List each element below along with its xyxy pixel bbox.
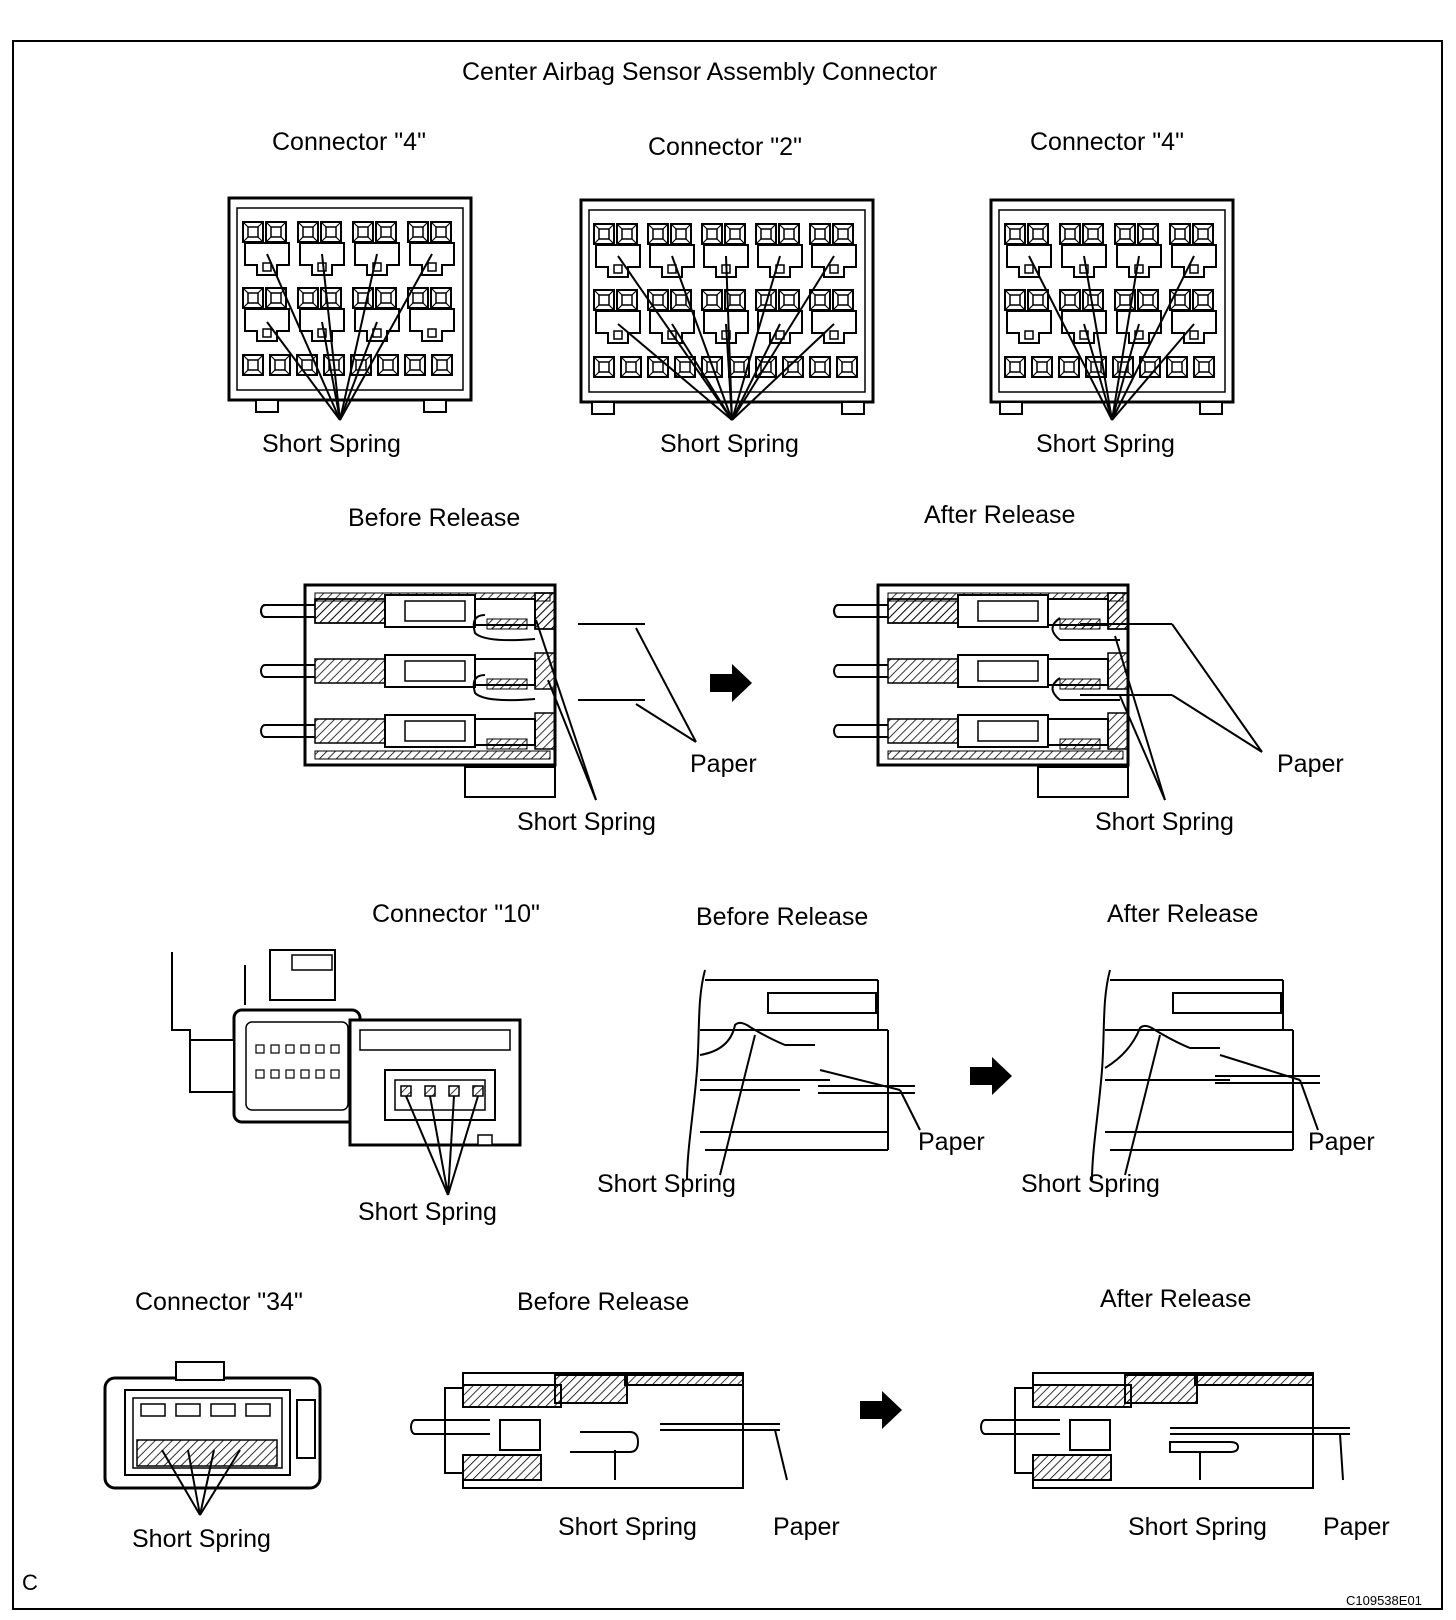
- short-spring-label-c4-left: Short Spring: [262, 430, 401, 458]
- before-release-label-2: Before Release: [696, 903, 869, 931]
- diagram-title: Center Airbag Sensor Assembly Connector: [462, 58, 938, 86]
- connector-10-drawing: [171, 949, 522, 1196]
- release-arrow-1: [710, 664, 752, 702]
- short-spring-label-after-2: Short Spring: [1021, 1170, 1160, 1198]
- connector-34-drawing: [103, 1361, 322, 1516]
- short-spring-label-before-3: Short Spring: [558, 1513, 697, 1541]
- short-spring-label-after-1: Short Spring: [1095, 808, 1234, 836]
- after-release-label-2: After Release: [1107, 900, 1259, 928]
- short-spring-label-before-2: Short Spring: [597, 1170, 736, 1198]
- paper-label-5: Paper: [773, 1513, 840, 1541]
- paper-label-6: Paper: [1323, 1513, 1390, 1541]
- paper-label-4: Paper: [1308, 1128, 1375, 1156]
- connector-10-label: Connector "10": [372, 900, 540, 928]
- connector-4-left-drawing: [227, 196, 473, 421]
- release-arrow-3: [860, 1391, 902, 1429]
- connector-2-label: Connector "2": [648, 133, 802, 161]
- short-spring-label-c2: Short Spring: [660, 430, 799, 458]
- connector-4-right-drawing: [989, 198, 1235, 421]
- connector-10-after-section: [1091, 969, 1320, 1181]
- connector-10-before-section: [686, 969, 921, 1181]
- paper-label-2: Paper: [1277, 750, 1344, 778]
- short-spring-label-after-3: Short Spring: [1128, 1513, 1267, 1541]
- paper-label-1: Paper: [690, 750, 757, 778]
- figure-code: C109538E01: [1346, 1593, 1422, 1608]
- connector-34-after-section: [980, 1372, 1350, 1489]
- before-release-label-3: Before Release: [517, 1288, 690, 1316]
- release-after-section-1: [834, 585, 1263, 801]
- connector-2-drawing: [579, 198, 875, 421]
- diagram-frame: [12, 40, 1443, 1610]
- connector-4-left-label: Connector "4": [272, 128, 426, 156]
- release-arrow-2: [970, 1057, 1012, 1095]
- short-spring-label-c34: Short Spring: [132, 1525, 271, 1553]
- connector-34-before-section: [410, 1372, 788, 1489]
- short-spring-label-c4-right: Short Spring: [1036, 430, 1175, 458]
- paper-label-3: Paper: [918, 1128, 985, 1156]
- corner-letter: C: [22, 1570, 38, 1595]
- release-before-section-1: [261, 585, 697, 801]
- after-release-label-3: After Release: [1100, 1285, 1252, 1313]
- connector-34-label: Connector "34": [135, 1288, 303, 1316]
- after-release-label-1: After Release: [924, 501, 1076, 529]
- short-spring-label-before-1: Short Spring: [517, 808, 656, 836]
- connector-4-right-label: Connector "4": [1030, 128, 1184, 156]
- short-spring-label-c10: Short Spring: [358, 1198, 497, 1226]
- before-release-label-1: Before Release: [348, 504, 521, 532]
